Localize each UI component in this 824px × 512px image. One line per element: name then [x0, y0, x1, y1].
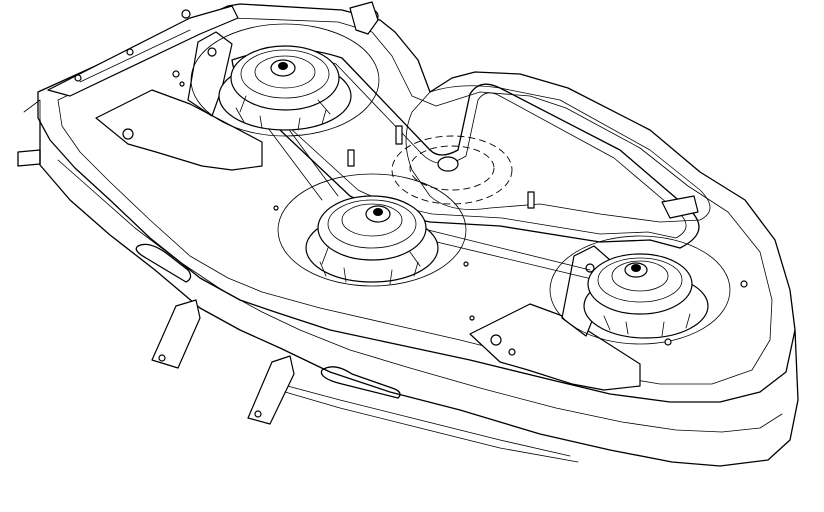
front-hanger-bracket-right	[247, 355, 295, 425]
deck-skirt-lower	[39, 119, 799, 467]
front-hanger-right-hole	[254, 410, 262, 418]
right-pulley-rim	[587, 253, 693, 315]
pin-2	[347, 149, 355, 167]
center-pulley-groove	[327, 199, 417, 249]
right-spindle-ribs	[603, 313, 691, 337]
front-hanger-left-hole	[158, 354, 166, 362]
left-mount-plate	[95, 89, 263, 171]
left-pulley-nut	[278, 62, 288, 70]
side-handle-front	[320, 366, 401, 399]
right-mount-hole	[490, 334, 502, 346]
rear-flange-hole	[126, 48, 134, 56]
pin-1	[395, 125, 403, 145]
right-pulley-groove	[597, 257, 683, 303]
fastener-3	[273, 205, 279, 211]
center-pulley-web	[341, 203, 403, 237]
deck-bottom-rail	[279, 383, 571, 457]
left-bracket-bolt	[207, 47, 217, 57]
idler-hub	[437, 156, 459, 172]
side-handle-left	[135, 243, 192, 283]
left-spindle-ribs	[235, 95, 331, 131]
fastener-5	[740, 280, 748, 288]
right-mount-plate	[469, 303, 641, 391]
rear-flange-bolt	[181, 9, 191, 19]
left-bracket-arm	[187, 31, 233, 117]
front-hanger-left	[151, 299, 201, 369]
belt-strand-4	[419, 237, 597, 281]
left-pulley-rim	[230, 45, 340, 111]
rear-flange-plate	[47, 5, 239, 97]
right-side-tab	[661, 195, 699, 219]
center-spindle-well	[277, 173, 467, 287]
right-spindle-pulley	[549, 235, 731, 345]
rear-top-bracket	[349, 1, 379, 35]
right-bracket-bolt	[585, 263, 595, 273]
deck-left-flange	[23, 99, 41, 123]
left-mount-hole	[122, 128, 134, 140]
deck-skirt-fold	[57, 159, 783, 433]
rear-flange-hole-row	[79, 29, 191, 83]
left-hanger-bracket	[95, 31, 263, 171]
left-pulley-web	[254, 55, 316, 89]
deck-left-edge	[17, 149, 41, 167]
left-spindle-pulley	[190, 23, 380, 137]
idler-outline	[391, 135, 513, 205]
fastener-4	[463, 261, 469, 267]
center-island	[405, 85, 711, 223]
right-pulley-nut	[631, 264, 641, 272]
fastener-7	[469, 315, 475, 321]
deck-bottom-rail-2	[284, 391, 579, 463]
center-pulley-rim	[317, 195, 427, 261]
deck-rim-inner	[57, 17, 773, 385]
center-spindle-ribs	[319, 247, 421, 285]
fastener-1	[172, 70, 180, 78]
belt-strand-1	[261, 119, 323, 201]
handle-left-grip	[135, 243, 192, 283]
front-hanger-right	[247, 355, 295, 425]
center-spindle-pulley	[277, 173, 467, 287]
handle-front-grip	[320, 366, 401, 399]
fastener-2	[179, 81, 185, 87]
front-hanger-bracket-left	[151, 299, 201, 369]
deck-top-outline	[37, 3, 796, 403]
rear-flange	[47, 5, 239, 97]
right-pulley-web	[611, 260, 669, 292]
left-spindle-well	[190, 23, 380, 137]
rear-flange-hole-2	[74, 74, 82, 82]
left-pulley-groove	[240, 49, 330, 99]
pin-3	[527, 191, 535, 209]
right-spindle-well	[549, 235, 731, 345]
belt-strand-3	[419, 227, 591, 271]
right-mount-hole-2	[508, 348, 516, 356]
center-pulley-nut	[373, 208, 383, 216]
idler-pulley	[391, 135, 513, 205]
fastener-6	[664, 338, 672, 346]
deck-housing	[17, 3, 799, 467]
idler-groove	[409, 145, 495, 191]
